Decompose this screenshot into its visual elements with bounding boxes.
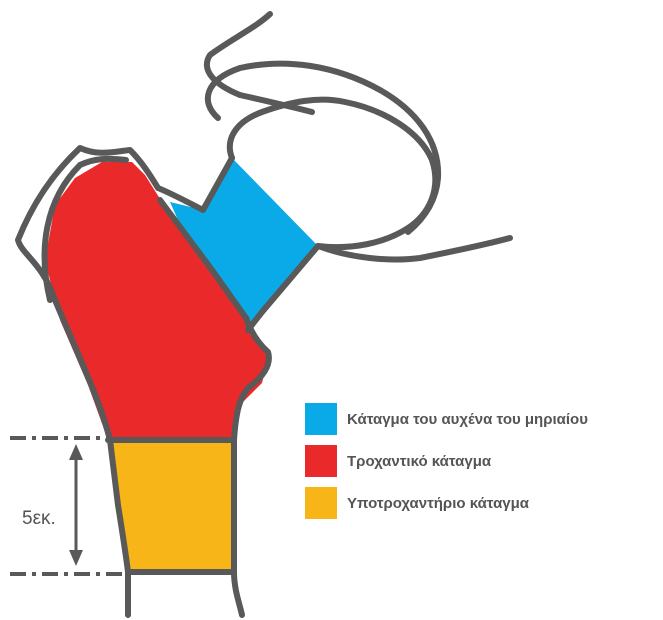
legend-swatch-neck (305, 403, 337, 435)
legend-item-subtrochanteric: Υποτροχαντήριο κάταγμα (305, 486, 660, 520)
legend-label-subtrochanteric: Υποτροχαντήριο κάταγμα (347, 495, 529, 512)
legend-swatch-trochanteric (305, 445, 337, 477)
legend: Κάταγμα του αυχένα του μηριαίου Τροχαντι… (305, 402, 660, 528)
legend-swatch-subtrochanteric (305, 487, 337, 519)
measure-arrow-down-head (69, 550, 83, 566)
legend-label-neck: Κάταγμα του αυχένα του μηριαίου (347, 411, 588, 428)
measure-arrow-up-head (69, 444, 83, 460)
legend-label-trochanteric: Τροχαντικό κάταγμα (347, 453, 491, 470)
subtrochanteric-region (110, 440, 234, 572)
legend-item-trochanteric: Τροχαντικό κάταγμα (305, 444, 660, 478)
measure-label: 5εκ. (22, 508, 56, 530)
legend-item-neck: Κάταγμα του αυχένα του μηριαίου (305, 402, 660, 436)
